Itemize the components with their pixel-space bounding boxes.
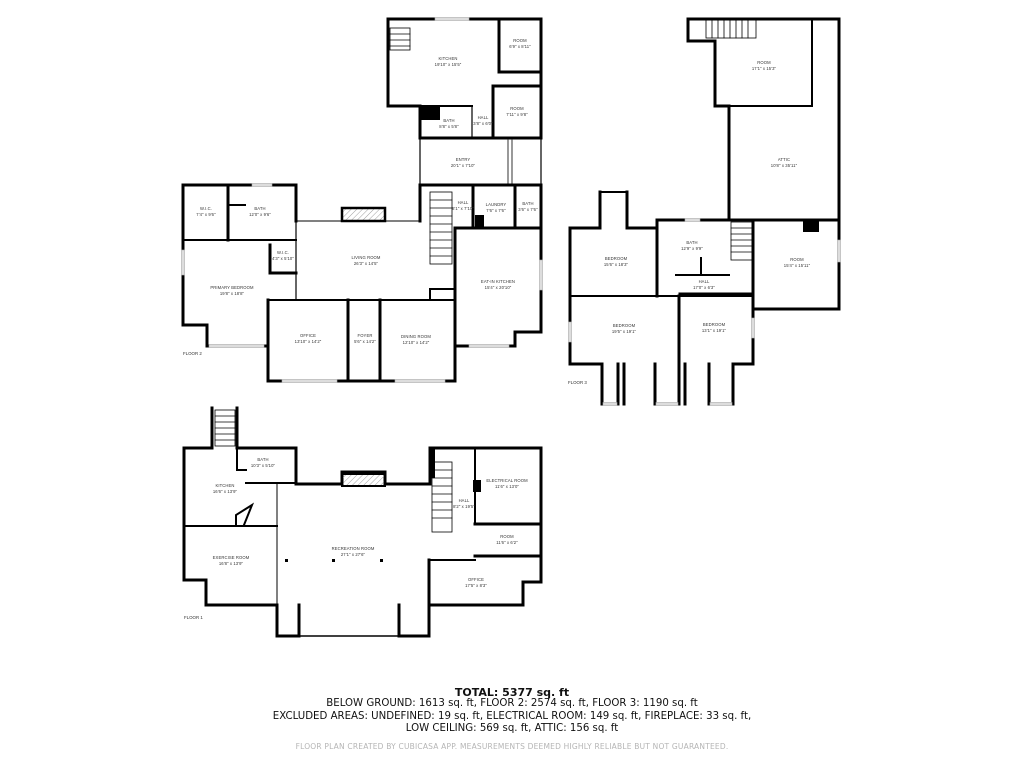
room-name: ENTRY bbox=[456, 157, 471, 162]
room-name: ROOM bbox=[500, 534, 514, 539]
room-dims: 19'10" x 15'5" bbox=[435, 62, 462, 67]
floor-2-plan bbox=[181, 17, 543, 383]
room-dims: 7'11" x 9'8" bbox=[506, 112, 528, 117]
room-dims: 10'3" x 5'10" bbox=[251, 463, 276, 468]
room-name: FOYER bbox=[358, 333, 373, 338]
room-name: BATH bbox=[254, 206, 265, 211]
room-name: KITCHEN bbox=[438, 56, 457, 61]
room-dims: 19'8" x 18'8" bbox=[220, 291, 245, 296]
floor-1-label: FLOOR 1 bbox=[184, 615, 203, 620]
room-dims: 4'3" x 5'10" bbox=[272, 256, 294, 261]
room-dims: 17'1" x 15'3" bbox=[752, 66, 777, 71]
room-dims: 17'5" x 8'3" bbox=[465, 583, 487, 588]
room-name: OFFICE bbox=[300, 333, 316, 338]
room-dims: 3'6" x 7'6" bbox=[518, 207, 538, 212]
floor-3-windows bbox=[568, 218, 841, 406]
room-name: BATH bbox=[522, 201, 533, 206]
room-name: W.I.C. bbox=[200, 206, 212, 211]
room-name: HALL bbox=[478, 115, 489, 120]
room-name: ROOM bbox=[510, 106, 524, 111]
floor-1-plan bbox=[182, 406, 543, 638]
room-dims: 16'6" x 13'9" bbox=[213, 489, 238, 494]
room-name: ROOM bbox=[790, 257, 804, 262]
room-dims: 13'1" x 19'1" bbox=[702, 328, 727, 333]
room-dims: 6'9" x 8'11" bbox=[509, 44, 531, 49]
room-dims: 15'6" x 18'3" bbox=[604, 262, 629, 267]
room-name: EAT-IN KITCHEN bbox=[481, 279, 515, 284]
room-name: LIVING ROOM bbox=[351, 255, 380, 260]
room-dims: 26'3" x 14'5" bbox=[354, 261, 379, 266]
excluded-areas: EXCLUDED AREAS: UNDEFINED: 19 sq. ft, EL… bbox=[272, 710, 752, 722]
floor-2-windows bbox=[181, 17, 543, 383]
room-name: LAUNDRY bbox=[486, 202, 507, 207]
room-dims: 8'1" x 7'10" bbox=[452, 206, 474, 211]
room-name: OFFICE bbox=[468, 577, 484, 582]
room-dims: 10'8" x 35'11" bbox=[771, 163, 798, 168]
room-name: BEDROOM bbox=[605, 256, 628, 261]
room-name: DINING ROOM bbox=[401, 334, 431, 339]
room-dims: 15'4" x 20'10" bbox=[485, 285, 512, 290]
room-dims: 12'9" x 9'9" bbox=[681, 246, 703, 251]
room-name: ROOM bbox=[757, 60, 771, 65]
room-name: W.I.C. bbox=[277, 250, 289, 255]
room-name: EXERCISE ROOM bbox=[213, 555, 250, 560]
room-dims: 11'6" x 13'0" bbox=[495, 484, 519, 489]
floor-2-label: FLOOR 2 bbox=[183, 351, 202, 356]
room-dims: 17'0" x 6'3" bbox=[693, 285, 715, 290]
floor-area-breakdown: BELOW GROUND: 1613 sq. ft, FLOOR 2: 2574… bbox=[326, 698, 698, 709]
room-labels: KITCHEN 19'10" x 15'5" ROOM 6'9" x 8'11"… bbox=[183, 38, 811, 620]
room-name: BEDROOM bbox=[703, 322, 726, 327]
room-dims: 12'0" x 9'6" bbox=[249, 212, 271, 217]
room-dims: 11'6" x 6'2" bbox=[496, 540, 518, 545]
room-dims: 12'10" x 14'2" bbox=[403, 340, 430, 345]
room-dims: 7'6" x 7'6" bbox=[486, 208, 506, 213]
floor-3-plan bbox=[568, 17, 841, 406]
room-name: BATH bbox=[443, 118, 454, 123]
room-name: BATH bbox=[257, 457, 268, 462]
room-name: BATH bbox=[686, 240, 697, 245]
room-name: ROOM bbox=[513, 38, 527, 43]
room-name: ELECTRICAL ROOM bbox=[486, 478, 528, 483]
room-dims: 8'8" x 5'8" bbox=[439, 124, 459, 129]
room-name: KITCHEN bbox=[215, 483, 234, 488]
room-dims: 13'10" x 14'2" bbox=[295, 339, 322, 344]
room-name: ATTIC bbox=[778, 157, 790, 162]
excluded-areas-continued: LOW CEILING: 569 sq. ft, ATTIC: 156 sq. … bbox=[405, 723, 619, 734]
room-name: RECREATION ROOM bbox=[332, 546, 375, 551]
room-name: HALL bbox=[459, 498, 470, 503]
room-name: BEDROOM bbox=[613, 323, 636, 328]
room-dims: 15'4" x 15'11" bbox=[784, 263, 811, 268]
room-dims: 20'1" x 7'10" bbox=[451, 163, 476, 168]
room-dims: 3'8" x 6'0" bbox=[473, 121, 493, 126]
room-dims: 8'2" x 19'5" bbox=[453, 504, 475, 509]
room-name: HALL bbox=[458, 200, 469, 205]
room-name: HALL bbox=[699, 279, 710, 284]
room-dims: 16'8" x 13'9" bbox=[219, 561, 244, 566]
disclaimer: FLOOR PLAN CREATED BY CUBICASA APP. MEAS… bbox=[295, 742, 729, 751]
room-dims: 19'5" x 19'1" bbox=[612, 329, 637, 334]
room-dims: 7'4" x 9'6" bbox=[196, 212, 216, 217]
room-name: PRIMARY BEDROOM bbox=[210, 285, 254, 290]
room-dims: 5'6" x 14'2" bbox=[354, 339, 376, 344]
total-area: TOTAL: 5377 sq. ft bbox=[454, 686, 570, 699]
room-dims: 27'1" x 27'6" bbox=[341, 552, 366, 557]
floor-3-label: FLOOR 3 bbox=[568, 380, 587, 385]
